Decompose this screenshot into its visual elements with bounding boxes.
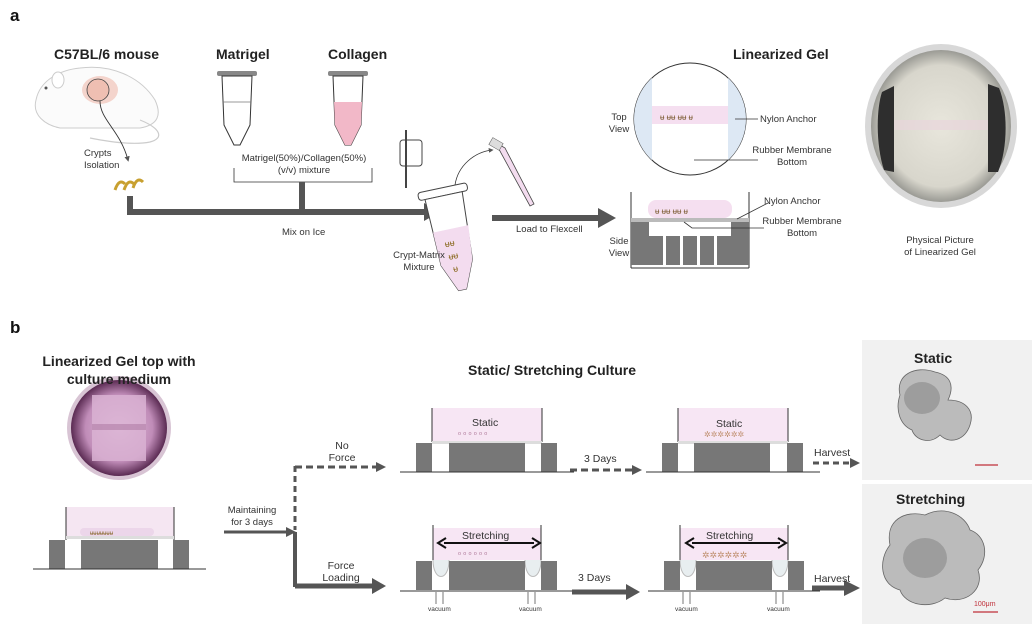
svg-text:ᵒ ᵒ ᵒ ᵒ ᵒ ᵒ: ᵒ ᵒ ᵒ ᵒ ᵒ ᵒ: [458, 430, 487, 439]
scale-bar-label: 100μm: [974, 601, 996, 608]
svg-text:ᵾᵾ: ᵾᵾ: [447, 250, 459, 262]
collagen-tube: [328, 71, 368, 146]
static-label-day0: Static: [472, 417, 499, 429]
result-stretching-title: Stretching: [896, 491, 966, 507]
stretching-well-day3: ✲✲✲✲✲✲: [648, 525, 820, 604]
vacuum-label-3: vacuum: [675, 606, 698, 613]
svg-text:✲✲✲✲✲✲: ✲✲✲✲✲✲: [704, 430, 745, 439]
matrigel-title: Matrigel: [216, 46, 270, 62]
svg-text:ᵾ ᵾᵾ ᵾᵾ ᵾ: ᵾ ᵾᵾ ᵾᵾ ᵾ: [660, 113, 694, 122]
panel-a-label: a: [10, 6, 20, 25]
mouse-title: C57BL/6 mouse: [54, 46, 160, 62]
top-view-diagram: ᵾ ᵾᵾ ᵾᵾ ᵾ: [633, 62, 758, 176]
svg-text:✲✲✲✲✲✲: ✲✲✲✲✲✲: [702, 550, 747, 560]
vacuum-label-2: vacuum: [519, 606, 542, 613]
linearized-gel-photo: [865, 44, 1017, 208]
static-organoid-image: [862, 340, 1032, 480]
three-days-label-stretch: 3 Days: [578, 572, 611, 584]
nylon-anchor-label-top: Nylon Anchor: [760, 114, 817, 125]
mixture-label: Matrigel(50%)/Collagen(50%)(v/v) mixture: [241, 153, 367, 176]
load-to-flexcell-label: Load to Flexcell: [516, 224, 583, 235]
culture-medium-photo: [67, 376, 171, 480]
stretching-label-day0: Stretching: [462, 530, 510, 542]
nylon-anchor-label-side: Nylon Anchor: [764, 196, 821, 207]
static-well-day3: ✲✲✲✲✲✲: [646, 408, 820, 473]
svg-text:ᵾ: ᵾ: [452, 263, 459, 274]
crypt-matrix-tube: ᵾᵾ ᵾᵾ ᵾ: [417, 182, 473, 292]
mix-on-ice-label: Mix on Ice: [282, 227, 326, 238]
svg-text:ᵾ ᵾᵾ ᵾᵾ ᵾ: ᵾ ᵾᵾ ᵾᵾ ᵾ: [655, 207, 689, 216]
stretching-label-day3: Stretching: [706, 530, 754, 542]
collagen-title: Collagen: [328, 46, 388, 62]
gel-well-diagram: ᵾᵾᵾᵾᵾᵾᵾ: [33, 507, 206, 570]
pipette-tip-icon: [488, 137, 535, 207]
svg-text:ᵾᵾᵾᵾᵾᵾᵾ: ᵾᵾᵾᵾᵾᵾᵾ: [90, 531, 114, 537]
linearized-gel-title: Linearized Gel: [733, 46, 829, 62]
three-days-label-static: 3 Days: [584, 453, 617, 465]
mouse-illustration: [34, 66, 160, 162]
stretching-well-day0: ᵒ ᵒ ᵒ ᵒ ᵒ ᵒ: [400, 525, 574, 604]
harvest-label-static: Harvest: [814, 447, 851, 459]
static-well-day0: ᵒ ᵒ ᵒ ᵒ ᵒ ᵒ: [400, 408, 574, 473]
side-view-diagram: ᵾ ᵾᵾ ᵾᵾ ᵾ: [630, 192, 769, 269]
culture-title: Static/ Stretching Culture: [468, 362, 637, 378]
matrigel-tube: [217, 71, 257, 146]
crypts-icon: [113, 178, 145, 191]
harvest-label-stretch: Harvest: [814, 573, 851, 585]
stretching-organoid-image: [862, 484, 1032, 624]
svg-text:ᵾᵾ: ᵾᵾ: [444, 237, 456, 249]
vacuum-label-4: vacuum: [767, 606, 790, 613]
result-static-title: Static: [914, 350, 953, 366]
static-label-day3: Static: [716, 418, 743, 430]
panel-b-label: b: [10, 318, 21, 337]
vacuum-label-1: vacuum: [428, 606, 451, 613]
svg-text:ᵒ ᵒ ᵒ ᵒ ᵒ ᵒ: ᵒ ᵒ ᵒ ᵒ ᵒ ᵒ: [458, 550, 487, 559]
tube-cap-icon: [399, 130, 423, 188]
